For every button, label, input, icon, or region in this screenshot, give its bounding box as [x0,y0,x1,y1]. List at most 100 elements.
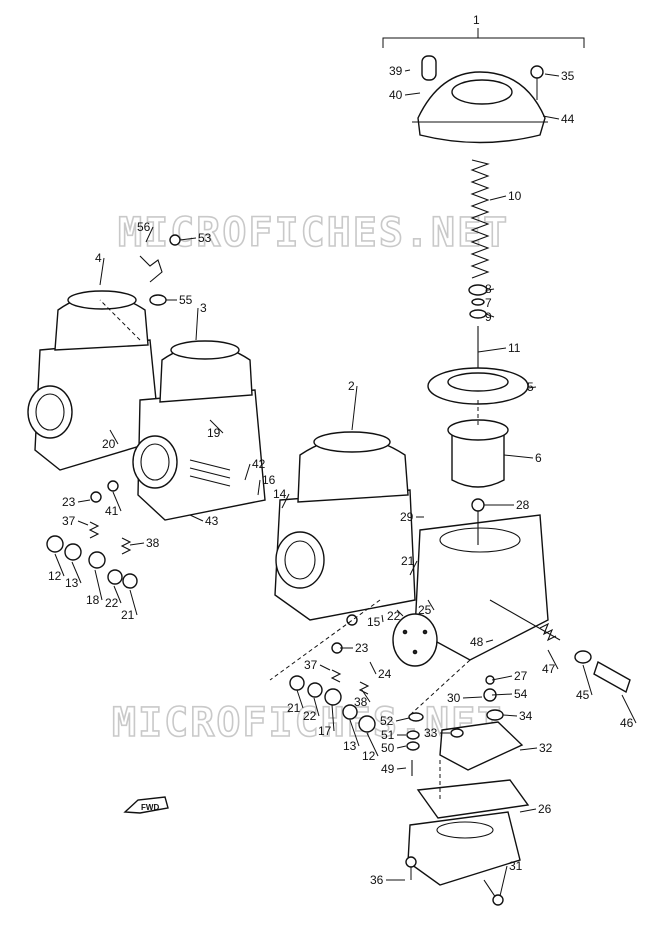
callout-21: 21 [121,608,135,622]
leader-line-3 [195,307,199,341]
leader-line-27 [491,675,513,681]
callout-23: 23 [355,641,369,655]
leader-line-41 [112,491,122,512]
callout-31: 31 [509,859,523,873]
carburetor-2 [274,431,416,621]
callout-11: 11 [508,341,521,355]
callout-40: 40 [389,88,403,102]
vacuum-cover [392,613,438,667]
choke-link [139,234,181,306]
callout-55: 55 [179,293,193,307]
leader-line-42 [244,463,251,481]
float-bowl [407,779,530,886]
callout-9: 9 [485,310,492,324]
leader-line-31 [499,865,508,897]
callout-36: 36 [370,873,384,887]
callout-1: 1 [473,13,480,27]
cap-screw [530,65,544,100]
guide-lines [99,299,479,800]
leader-line-47 [547,649,559,670]
leader-line-9 [485,313,495,318]
callout-26: 26 [538,802,552,816]
leader-line-14 [281,493,290,509]
leader-line-22 [313,697,320,717]
piston-valve [447,419,509,488]
float [439,721,524,771]
leader-line-39 [404,69,411,72]
callout-23: 23 [62,495,76,509]
callout-56: 56 [137,220,151,234]
carburetor-3 [132,340,266,521]
callout-38: 38 [146,536,160,550]
leader-line-49 [396,767,407,770]
leader-line-16 [257,479,261,496]
callout-4: 4 [95,251,102,265]
leader-line-44 [542,115,560,120]
leader-line-38 [129,542,145,546]
leader-line-20 [109,429,119,445]
leader-line-11 [477,347,507,353]
callout-42: 42 [252,457,266,471]
callout-24: 24 [378,667,392,681]
leader-line-50 [396,745,407,749]
leader-line-52 [395,717,410,722]
leader-line-26 [519,808,537,813]
leader-line-32 [519,747,538,751]
leader-line-15 [381,614,384,623]
callout-37: 37 [304,658,318,672]
leader-line-19 [209,419,224,434]
callout-28: 28 [516,498,530,512]
cap-pin [421,55,437,81]
leader-line-23 [77,499,91,503]
callout-35: 35 [561,69,575,83]
leader-line-8 [487,288,495,291]
callout-30: 30 [447,691,461,705]
callout-7: 7 [485,296,492,310]
small-parts-center [289,614,376,733]
diaphragm [427,367,529,405]
callout-39: 39 [389,64,403,78]
callout-37: 37 [62,514,76,528]
small-parts-right [406,675,504,776]
leader-line-43 [189,514,204,522]
leader-line-13 [349,719,360,747]
callout-51: 51 [381,728,395,742]
callout-32: 32 [539,741,553,755]
watermark-top: MICROFICHES.NET [118,210,509,256]
callout-20: 20 [102,437,116,451]
bowl-screw [405,856,417,880]
callout-38: 38 [354,695,368,709]
callout-27: 27 [514,669,528,683]
watermark-bottom: MICROFICHES.NET [112,700,503,746]
leader-line-34 [502,714,518,717]
fwd-arrow-icon: FWD [123,796,169,814]
leader-line-12 [366,732,379,757]
leader-line-53 [179,237,197,241]
leader-line-7 [482,301,485,304]
leader-line-21 [296,689,304,709]
leader-line-22 [396,609,404,617]
leader-line-4 [99,257,105,286]
callout-47: 47 [542,662,556,676]
callout-8: 8 [485,282,492,296]
drain-screw [483,879,504,906]
callout-2: 2 [348,379,355,393]
leader-line-46 [621,694,637,724]
callout-16: 16 [262,473,276,487]
throttle-stop-screw [489,599,631,694]
callout-22: 22 [303,709,317,723]
leader-line-38 [361,689,371,703]
leader-line-13 [71,561,82,584]
callout-14: 14 [273,487,287,501]
assembly-bracket [382,28,585,48]
callout-12: 12 [48,569,62,583]
callout-10: 10 [508,189,522,203]
callout-18: 18 [86,593,100,607]
leader-line-45 [582,664,593,696]
callout-13: 13 [343,739,357,753]
callout-44: 44 [561,112,575,126]
leader-lines [54,69,637,897]
